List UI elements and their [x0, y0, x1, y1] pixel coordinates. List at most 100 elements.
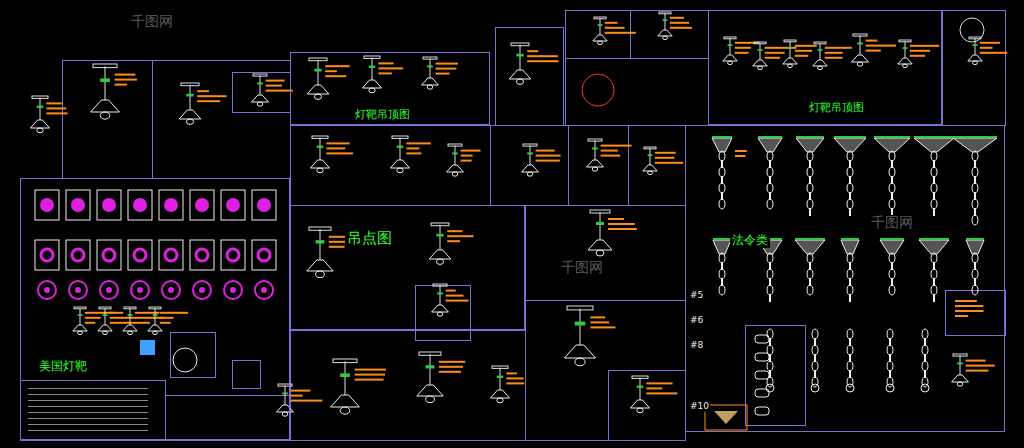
chain-link	[931, 199, 937, 209]
rod	[155, 308, 156, 325]
lamp-bulb	[100, 112, 110, 119]
chain-link	[887, 345, 893, 355]
fitting-mark	[527, 152, 533, 154]
note-bar	[266, 90, 293, 92]
canopy	[880, 240, 904, 254]
note-bar	[608, 228, 637, 230]
lamp-cone	[148, 325, 162, 331]
table-row	[28, 388, 148, 389]
note-bar	[735, 47, 751, 49]
note-bar	[605, 27, 625, 29]
rosette	[106, 287, 112, 293]
canopy-rim	[796, 136, 824, 138]
chain-link	[812, 329, 818, 339]
lamp-box	[159, 240, 183, 270]
canopy-rim	[953, 136, 997, 138]
rosette	[131, 281, 149, 299]
panel-frame	[233, 73, 291, 113]
chain-link	[889, 253, 895, 263]
panel-frame	[153, 61, 291, 179]
fitting-mark	[516, 54, 523, 57]
rosette	[255, 281, 273, 299]
ceiling-plate	[492, 366, 508, 368]
rosette	[193, 281, 211, 299]
panel-frame	[291, 331, 526, 441]
panel-frame	[526, 301, 686, 441]
chain-link	[847, 285, 853, 295]
chain-link	[847, 269, 853, 279]
note-bar	[866, 40, 878, 42]
panel-frame	[566, 59, 709, 126]
note-bar	[980, 42, 1000, 44]
lamp-bulb	[592, 167, 598, 171]
lamp-bulb	[903, 64, 908, 68]
canopy	[796, 138, 824, 152]
rod	[318, 60, 319, 85]
note-bar	[355, 369, 386, 371]
panel-frame	[171, 333, 216, 378]
drawing-panel: 灯靶吊顶图	[708, 10, 942, 125]
lamp-cone	[813, 60, 827, 66]
fitting-mark	[427, 65, 433, 67]
fitting-mark	[153, 314, 158, 316]
chain-link	[972, 285, 978, 295]
note-bar	[910, 45, 939, 47]
chain-link	[972, 151, 978, 161]
chain-link	[922, 361, 928, 371]
panel-title: 灯靶吊顶图	[807, 102, 866, 115]
note-bar	[536, 155, 561, 157]
note-bar	[266, 80, 285, 82]
table-row	[28, 424, 148, 425]
lamp-head	[195, 198, 209, 212]
canopy	[712, 138, 732, 152]
lamp-head	[226, 198, 240, 212]
ceiling-plate	[423, 57, 437, 59]
chain-link	[767, 285, 773, 295]
rod	[595, 140, 596, 160]
fitting-mark	[903, 47, 908, 49]
chain-link	[972, 269, 978, 279]
lamp-cone	[310, 160, 329, 168]
note-bar	[439, 366, 463, 368]
note-bar	[506, 377, 523, 379]
chain-link	[719, 167, 725, 177]
canopy-rim	[841, 238, 859, 240]
hook	[846, 384, 854, 392]
ceiling-plate	[969, 37, 981, 39]
lamp-bulb	[728, 61, 733, 65]
ceiling-plate	[644, 147, 656, 149]
canopy	[919, 240, 949, 254]
lamp-cone	[852, 55, 869, 62]
chain-link	[972, 253, 978, 263]
panel-title: 吊点图	[345, 230, 394, 247]
chain-link	[972, 167, 978, 177]
note-bar	[795, 45, 817, 47]
table-row	[28, 430, 148, 431]
lamp-cone	[252, 95, 269, 102]
lamp-box	[128, 240, 152, 270]
rod	[320, 229, 321, 260]
panel-title: 灯靶吊顶图	[353, 109, 412, 122]
rod	[430, 354, 431, 385]
drawing-panel: 法令类	[685, 125, 1005, 432]
lamp-bulb	[637, 408, 643, 413]
chain-link	[887, 361, 893, 371]
table-row	[28, 412, 148, 413]
ceiling-plate	[511, 43, 529, 46]
chain-link	[849, 294, 851, 302]
note-bar	[291, 395, 303, 397]
note-bar	[46, 107, 66, 109]
ceiling-plate	[632, 376, 648, 378]
rosette	[230, 287, 236, 293]
note-bar	[735, 150, 747, 152]
note-bar	[46, 102, 61, 104]
canopy-rim	[966, 238, 984, 240]
lamp-cone	[73, 325, 87, 331]
lamp-cone	[447, 165, 464, 172]
chain-link	[767, 167, 773, 177]
note-bar	[966, 370, 989, 372]
ceiling-plate	[448, 144, 462, 146]
ceiling-plate	[124, 307, 136, 309]
watermark: 千图网	[130, 14, 174, 29]
fitting-mark	[340, 373, 350, 377]
